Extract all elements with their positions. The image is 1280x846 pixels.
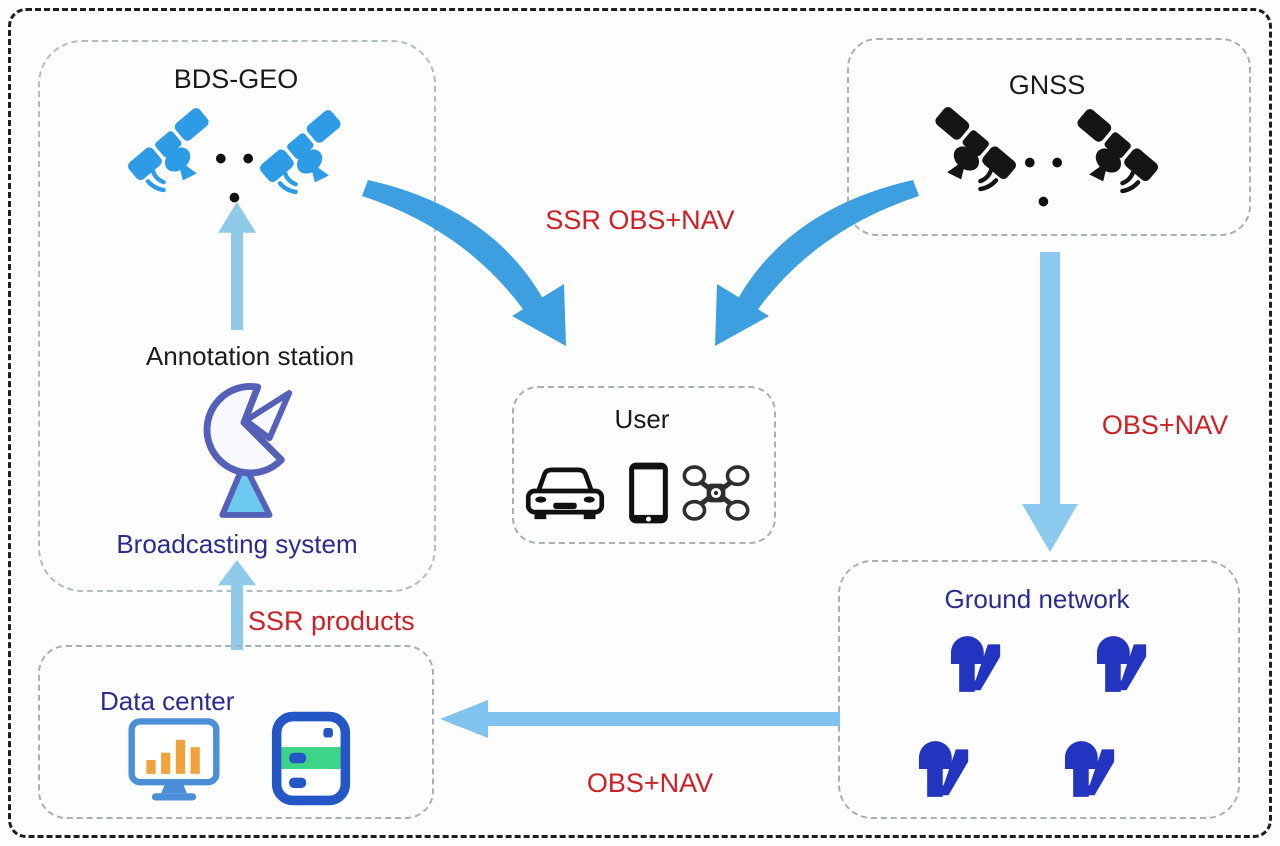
gnss-satellite-icon (928, 102, 1024, 194)
bds-geo-title: BDS-GEO (173, 64, 299, 94)
gnss-box (847, 38, 1251, 236)
user-title: User (614, 404, 670, 434)
ssr-products-label: SSR products (248, 606, 415, 636)
bds-satellite-icon (120, 103, 216, 195)
broadcasting-system-label: Broadcasting system (116, 529, 358, 559)
up-arrow-station-to-satellite (218, 202, 256, 330)
gnss-ellipsis-dots: • • • (1023, 144, 1067, 221)
ground-network-box (838, 560, 1240, 819)
gnss-satellite-icon (1070, 104, 1166, 196)
ground-station-icon (1042, 725, 1124, 813)
ground-network-title: Ground network (944, 584, 1130, 614)
ground-station-icon (928, 620, 1010, 708)
monitor-chart-icon (128, 716, 220, 806)
drone-icon (680, 460, 752, 526)
dish-antenna-icon (183, 376, 301, 526)
left-arrow-ground-to-datacenter (440, 700, 840, 738)
bds-ellipsis-dots: • • • (214, 140, 258, 217)
data-center-title: Data center (100, 686, 235, 716)
outer-dashed-border (8, 8, 1272, 838)
down-arrow-gnss-to-ground (1022, 252, 1078, 552)
bds-satellite-icon (252, 105, 348, 197)
tablet-icon (627, 461, 670, 525)
annotation-station-label: Annotation station (145, 341, 355, 371)
server-icon (270, 710, 352, 807)
ground-station-icon (896, 725, 978, 813)
data-center-box (38, 645, 434, 819)
up-arrow-datacenter-to-broadcasting (218, 560, 256, 650)
obs-nav-right-label: OBS+NAV (1101, 410, 1229, 440)
car-icon (522, 458, 608, 524)
gnss-title: GNSS (1008, 70, 1086, 100)
ssr-obs-nav-label: SSR OBS+NAV (545, 205, 735, 235)
obs-nav-bottom-label: OBS+NAV (586, 768, 714, 798)
ground-station-icon (1074, 620, 1156, 708)
user-box (512, 386, 776, 544)
